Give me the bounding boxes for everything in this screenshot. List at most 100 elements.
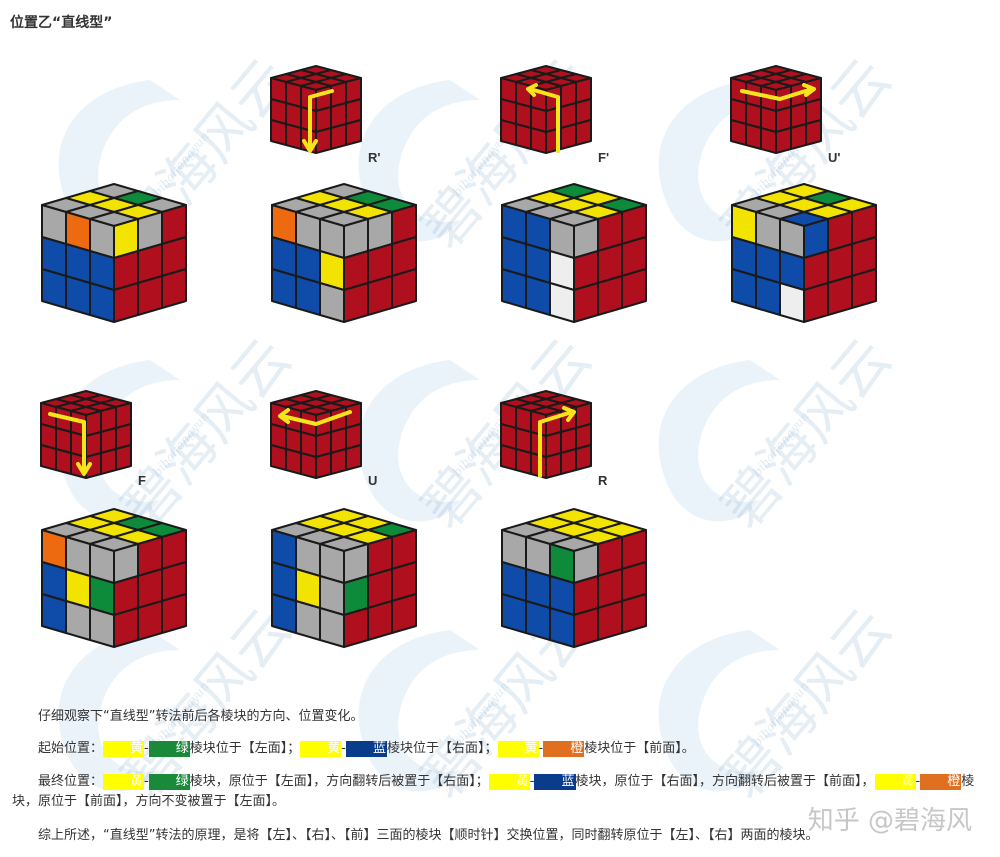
turn-arrow xyxy=(538,410,574,478)
paragraph-summary: 综上所述，“直线型”转法的原理，是将【左】、【右】、【前】三面的棱块【顺时针】交… xyxy=(12,826,988,846)
cube-sticker-right xyxy=(775,127,792,154)
section-title: 位置乙“直线型” xyxy=(10,15,113,31)
turn-arrow xyxy=(740,87,814,101)
zhihu-watermark: 知乎 @碧海风 xyxy=(807,806,972,836)
cube-sticker-right xyxy=(575,444,592,471)
cube-sticker-right xyxy=(330,448,347,475)
cube-sticker-front xyxy=(41,268,67,309)
cube-sticker-front xyxy=(779,282,805,323)
cube-sticker-right xyxy=(330,123,347,150)
move-r-prime-diagram xyxy=(270,63,362,163)
cube-sticker-right xyxy=(790,123,807,150)
cube-sticker-right xyxy=(113,282,139,323)
cube-sticker-right xyxy=(343,282,369,323)
highlight-yellow: 黄 xyxy=(103,741,145,757)
separator: - xyxy=(529,774,535,789)
small-cube-r xyxy=(500,390,592,479)
small-cube-f-prime xyxy=(500,65,592,154)
cube-sticker-right xyxy=(137,600,163,641)
highlight-blue: 蓝 xyxy=(534,774,576,790)
watermark-subtext: bihaifengyun xyxy=(150,409,212,479)
cube-sticker-front xyxy=(295,600,321,641)
text-segment: 棱块位于【右面】； xyxy=(387,741,498,756)
cube-sticker-front xyxy=(500,119,517,146)
highlight-green: 绿 xyxy=(148,741,190,757)
cube-sticker-front xyxy=(525,275,551,316)
cube-sticker-front xyxy=(65,275,91,316)
cube-state-3 xyxy=(498,180,648,335)
arrow-head-icon xyxy=(562,406,576,422)
cube-sticker-front xyxy=(745,123,762,150)
move-u-prime-diagram xyxy=(730,63,822,163)
cube-sticker-front xyxy=(760,127,777,154)
move-label: R' xyxy=(368,150,381,165)
watermark-swirl-icon xyxy=(658,360,780,522)
cube-sticker-right xyxy=(621,593,647,634)
text-segment: 棱块位于【前面】。 xyxy=(584,741,695,756)
highlight-yellow: 黄 xyxy=(103,774,145,790)
move-f-diagram xyxy=(40,388,132,488)
cube-state-1 xyxy=(38,180,188,335)
separator: - xyxy=(915,774,921,789)
highlight-yellow: 黄 xyxy=(300,741,342,757)
cube-sticker-front xyxy=(55,448,72,475)
cube-sticker-front xyxy=(270,444,287,471)
cube-sticker-right xyxy=(573,607,599,648)
cube-sticker-right xyxy=(573,282,599,323)
turn-arrow xyxy=(528,87,560,153)
cube-sticker-right xyxy=(805,119,822,146)
cube-sticker-right xyxy=(315,127,332,154)
cube-sticker-front xyxy=(755,275,781,316)
cube-sticker-front xyxy=(549,607,575,648)
cube-sticker-front xyxy=(319,607,345,648)
cube-sticker-front xyxy=(300,452,317,479)
rubiks-cube xyxy=(41,508,187,648)
cube-state-6 xyxy=(268,505,418,660)
turn-arrow xyxy=(280,410,352,426)
cube-sticker-front xyxy=(285,448,302,475)
cube-sticker-front xyxy=(41,593,67,634)
cube-sticker-right xyxy=(560,448,577,475)
turn-arrow xyxy=(308,89,334,151)
small-cube-r-prime xyxy=(270,65,362,154)
cube-sticker-front xyxy=(40,444,57,471)
cube-sticker-right xyxy=(597,600,623,641)
cube-sticker-right xyxy=(161,593,187,634)
watermark-subtext: bihaifengyun xyxy=(750,409,812,479)
cube-sticker-right xyxy=(367,600,393,641)
cube-sticker-front xyxy=(525,600,551,641)
turn-arrow xyxy=(48,412,86,474)
cube-sticker-front xyxy=(730,119,747,146)
cube-sticker-right xyxy=(345,444,362,471)
move-label: F' xyxy=(598,150,610,165)
label-start: 起始位置： xyxy=(38,741,104,756)
paragraph-observe: 仔细观察下“直线型”转法前后各棱块的方向、位置变化。 xyxy=(12,707,988,727)
small-cube-u xyxy=(270,390,362,479)
cube-sticker-right xyxy=(367,275,393,316)
cube-sticker-front xyxy=(319,282,345,323)
cube-sticker-right xyxy=(803,282,829,323)
highlight-orange: 橙 xyxy=(543,741,585,757)
cube-sticker-right xyxy=(597,275,623,316)
rubiks-cube xyxy=(501,508,647,648)
cube-sticker-right xyxy=(137,275,163,316)
cube-sticker-right xyxy=(851,268,877,309)
small-cube-u-prime xyxy=(730,65,822,154)
rubiks-cube xyxy=(501,183,647,323)
cube-sticker-front xyxy=(271,593,297,634)
cube-sticker-right xyxy=(161,268,187,309)
cube-sticker-right xyxy=(391,593,417,634)
cube-sticker-right xyxy=(621,268,647,309)
cube-sticker-right xyxy=(560,123,577,150)
cube-state-5 xyxy=(38,505,188,660)
move-label: R xyxy=(598,473,608,488)
move-label: U' xyxy=(828,150,841,165)
cube-sticker-front xyxy=(731,268,757,309)
highlight-orange: 橙 xyxy=(920,774,962,790)
cube-state-4 xyxy=(728,180,878,335)
cube-sticker-front xyxy=(500,444,517,471)
highlight-green: 绿 xyxy=(148,774,190,790)
cube-sticker-right xyxy=(315,452,332,479)
separator: - xyxy=(341,741,346,756)
cube-sticker-right xyxy=(113,607,139,648)
